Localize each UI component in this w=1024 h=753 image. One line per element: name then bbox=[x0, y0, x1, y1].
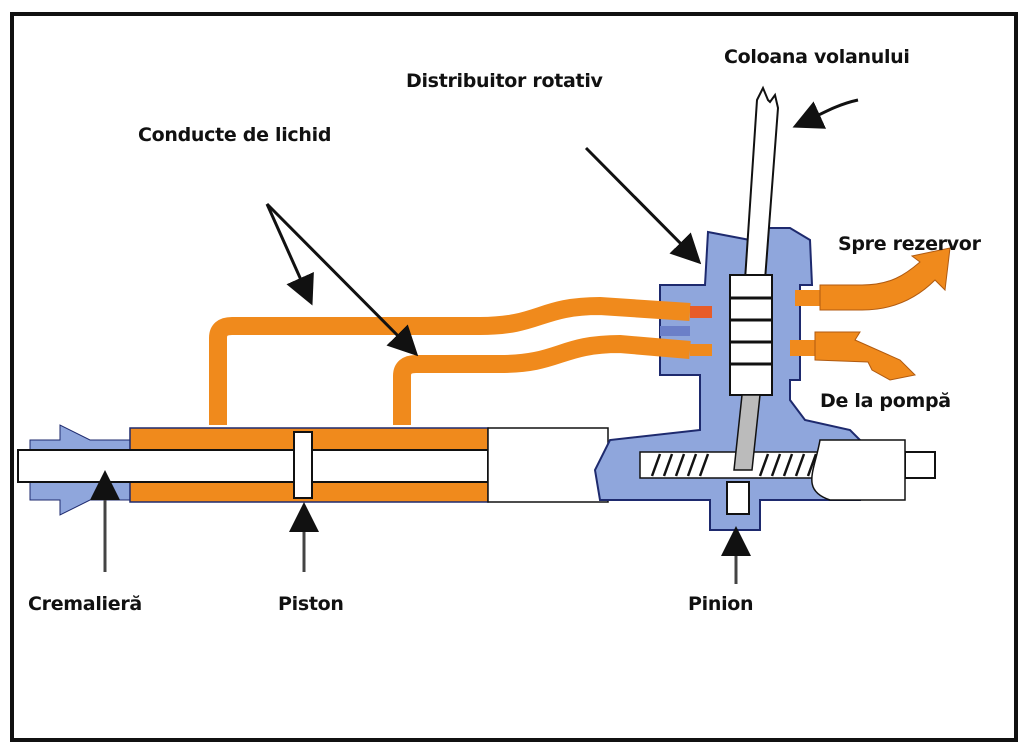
diagram-frame bbox=[10, 12, 1018, 742]
label-to-reservoir: Spre rezervor bbox=[838, 233, 981, 255]
fluid-lines-arrow-2 bbox=[265, 202, 419, 357]
label-from-pump: De la pompă bbox=[820, 390, 951, 412]
rack-bar bbox=[17, 449, 489, 483]
steering-column-arrow bbox=[792, 98, 859, 129]
piston bbox=[293, 431, 313, 499]
label-rack: Cremalieră bbox=[28, 593, 142, 615]
label-fluid-lines: Conducte de lichid bbox=[138, 124, 332, 146]
label-steering-column: Coloana volanului bbox=[724, 46, 910, 68]
fluid-lines bbox=[209, 296, 691, 425]
label-rotary-valve: Distribuitor rotativ bbox=[406, 70, 603, 92]
steering-column bbox=[726, 85, 780, 515]
bottom-arrows bbox=[90, 470, 751, 584]
rack-end bbox=[904, 451, 936, 479]
label-piston: Piston bbox=[278, 593, 344, 615]
rotary-valve-arrow bbox=[584, 146, 702, 265]
pointer-arrows bbox=[265, 98, 859, 357]
fluid-line-ports bbox=[660, 306, 712, 356]
rack-housing-right bbox=[487, 427, 609, 503]
pump-arrow bbox=[790, 331, 917, 381]
fluid-lines-arrow-1 bbox=[265, 203, 314, 306]
reservoir-arrow bbox=[795, 247, 951, 311]
label-pinion: Pinion bbox=[688, 593, 754, 615]
